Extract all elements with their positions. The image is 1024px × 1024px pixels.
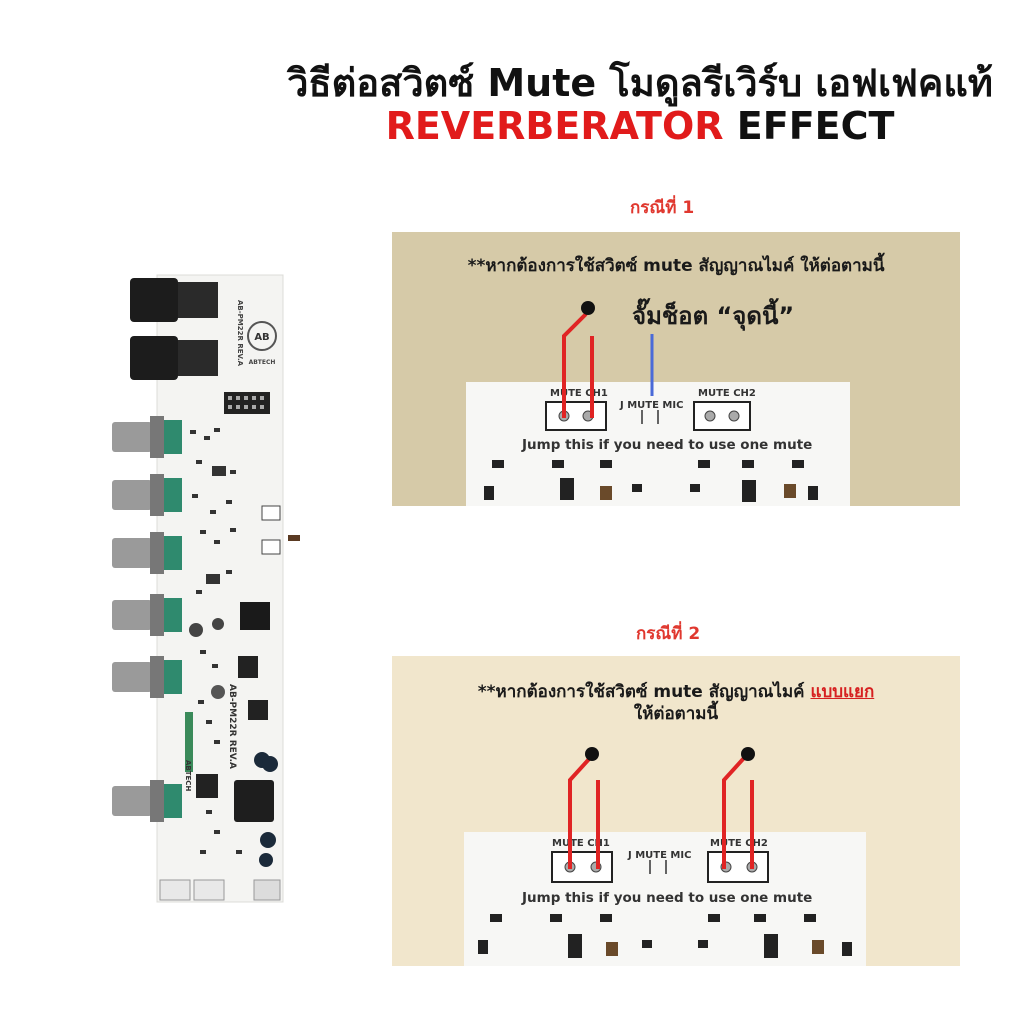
mute-ch1-label: MUTE CH1	[552, 838, 610, 849]
mute-ch1-label: MUTE CH1	[550, 388, 608, 399]
ic-chip	[240, 602, 270, 630]
logo-text: AB	[254, 332, 269, 343]
brand-label-side: ABTECH	[184, 760, 192, 791]
page-title: วิธีต่อสวิตซ์ Mute โมดูลรีเวิร์บ เอฟเฟคแ…	[287, 61, 993, 105]
smd-components	[190, 428, 242, 854]
jump-instruction: Jump this if you need to use one mute	[522, 437, 813, 453]
jack-connector	[178, 340, 218, 376]
pcb-board-illustration: AB ABTECH AB-PM22R REV.A	[112, 274, 300, 903]
case2-note-text: **หากต้องการใช้สวิตซ์ mute สัญญาณไมค์	[477, 682, 811, 702]
switch-pivot-dot	[741, 747, 755, 761]
inductor	[234, 780, 274, 822]
case1-wiring	[484, 301, 818, 502]
board-crop-case2	[464, 832, 866, 966]
bottom-connector	[193, 879, 225, 901]
case2-note-line2: ให้ต่อตามนี้	[633, 704, 719, 724]
mute-ch1-header	[545, 401, 607, 431]
green-strip	[185, 712, 193, 772]
pin	[704, 410, 716, 422]
case2-label: กรณีที่ 2	[636, 624, 701, 644]
pin-header	[224, 392, 270, 414]
ic-chip	[238, 656, 258, 678]
case1-panel: **หากต้องการใช้สวิตซ์ mute สัญญาณไมค์ ให…	[392, 232, 960, 506]
jack-connector	[130, 336, 178, 380]
potentiometer	[112, 532, 182, 574]
case1-label: กรณีที่ 1	[630, 198, 695, 218]
capacitor	[212, 618, 224, 630]
capacitor	[189, 623, 203, 637]
model-label-side: AB-PM22R REV.A	[227, 684, 237, 769]
potentiometer	[112, 416, 182, 458]
pin	[728, 410, 740, 422]
mute-ch2-header	[707, 851, 769, 883]
smd-components	[478, 914, 852, 958]
switch-wire-ch1	[568, 756, 592, 869]
jack-connector	[130, 278, 178, 322]
case2-panel: **หากต้องการใช้สวิตซ์ mute สัญญาณไมค์ แบ…	[392, 656, 960, 966]
j-mute-mic-label: J MUTE MIC	[628, 850, 692, 861]
mute-header-small	[261, 539, 281, 555]
switch-wire	[562, 312, 588, 418]
case1-note: **หากต้องการใช้สวิตซ์ mute สัญญาณไมค์ ให…	[467, 256, 885, 276]
mute-ch2-label: MUTE CH2	[698, 388, 756, 399]
j-mute-mic-label: J MUTE MIC	[620, 400, 684, 411]
potentiometer	[112, 474, 182, 516]
subtitle-red: REVERBERATOR	[385, 104, 724, 148]
case2-note: **หากต้องการใช้สวิตซ์ mute สัญญาณไมค์ แบ…	[392, 678, 960, 705]
capacitor	[260, 832, 276, 848]
subtitle-black: EFFECT	[723, 104, 895, 148]
switch-pivot-dot	[585, 747, 599, 761]
smd-components	[484, 460, 818, 502]
mute-header-small	[261, 505, 281, 521]
model-label: AB-PM22R REV.A	[236, 300, 244, 367]
mute-ch2-header	[693, 401, 751, 431]
jack-connector	[178, 282, 218, 318]
potentiometer	[112, 594, 182, 636]
switch-wire-ch2	[722, 756, 746, 869]
abtech-logo	[247, 321, 277, 351]
switch-pivot-dot	[581, 301, 595, 315]
brand-label: ABTECH	[249, 359, 276, 366]
potentiometer	[112, 780, 182, 822]
case2-wiring	[478, 747, 852, 958]
potentiometer	[112, 656, 182, 698]
bottom-connector	[159, 879, 191, 901]
ic-chip	[248, 700, 268, 720]
case2-note-emphasis: แบบแยก	[810, 682, 875, 702]
mute-ch2-label: MUTE CH2	[710, 838, 768, 849]
capacitor	[211, 685, 225, 699]
page-subtitle: REVERBERATOR EFFECT	[270, 104, 1010, 148]
jump-short-point-text: จั๊มช็อต “จุดนี้”	[632, 302, 795, 330]
mute-ch1-header	[551, 851, 613, 883]
jump-instruction: Jump this if you need to use one mute	[522, 890, 813, 906]
connector-bracket	[288, 535, 300, 541]
capacitor	[262, 756, 278, 772]
capacitor	[259, 853, 273, 867]
ic-chip	[196, 774, 218, 798]
bottom-connector	[253, 879, 281, 901]
